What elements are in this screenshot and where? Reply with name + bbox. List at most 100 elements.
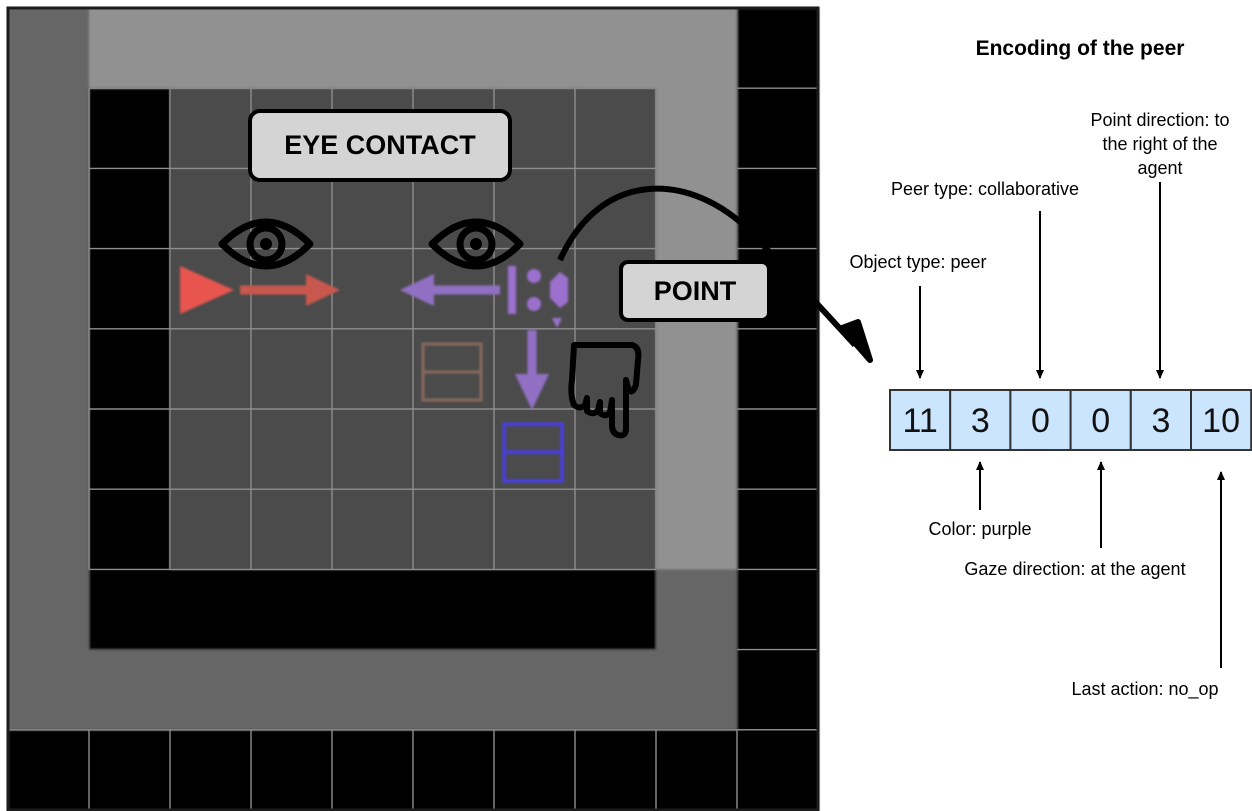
grid-lines — [7, 87, 819, 810]
grid-cell — [737, 8, 819, 89]
grid-cell — [656, 489, 738, 570]
grid-cell — [89, 489, 171, 570]
encoding-value: 3 — [971, 402, 990, 440]
grid-cell — [8, 328, 90, 410]
grid-cell — [251, 328, 333, 410]
grid-cell — [413, 649, 495, 731]
grid-cell — [332, 569, 414, 651]
encoding-value: 0 — [1091, 402, 1110, 440]
annotation-point-direction-line-1: Point direction: to — [1090, 110, 1229, 130]
encoding-value: 11 — [902, 402, 937, 440]
grid-cell — [737, 88, 819, 169]
eye-icon — [428, 218, 524, 270]
grid-cell — [575, 489, 657, 570]
grid-cell — [332, 328, 414, 410]
grid-cell — [251, 729, 333, 811]
grid-cell — [170, 8, 252, 89]
grid-cell — [8, 168, 90, 250]
grid-cell — [89, 248, 171, 330]
peer — [508, 266, 568, 328]
grid-cell — [413, 409, 495, 490]
encoding-cell — [949, 389, 1012, 451]
grid-cell — [170, 409, 252, 490]
grid-cell — [332, 409, 414, 490]
peer-point-arrow — [515, 330, 549, 410]
grid-cell — [737, 489, 819, 570]
encoding-cell — [1190, 389, 1252, 451]
grid-cell — [89, 168, 171, 250]
grid-cell — [494, 168, 576, 250]
eye-contact-label: EYE CONTACT — [248, 109, 512, 182]
grid-cell — [413, 569, 495, 651]
grid-cell — [575, 168, 657, 250]
grid-cell — [8, 489, 90, 570]
gridworld: EYE CONTACT — [6, 6, 873, 811]
grid-cell — [413, 729, 495, 811]
encoding-cell — [1129, 389, 1193, 451]
grid-cell — [494, 649, 576, 731]
grid-cell — [575, 88, 657, 169]
grid-cell — [494, 489, 576, 570]
grid-cell — [413, 489, 495, 570]
grid-cell — [251, 409, 333, 490]
grid-cell — [494, 729, 576, 811]
grid-cell — [575, 409, 657, 490]
encoding-value: 10 — [1202, 402, 1240, 440]
grid-cell — [170, 569, 252, 651]
grid-cell — [575, 8, 657, 89]
grid-cell — [737, 409, 819, 490]
grid-cell — [332, 8, 414, 89]
grid-cell — [8, 409, 90, 490]
grid-cell — [656, 569, 738, 651]
grid-cell — [89, 328, 171, 410]
grid-cell — [737, 328, 819, 410]
annotation-peer-type: Peer type: collaborative — [891, 179, 1079, 199]
grid-cell — [575, 729, 657, 811]
grid-cell — [8, 88, 90, 169]
grid-cell — [737, 569, 819, 651]
annotation-last-action: Last action: no_op — [1071, 679, 1218, 700]
grid-cell — [251, 569, 333, 651]
grid-cell — [170, 168, 252, 250]
encoding-cell — [1009, 389, 1072, 451]
grid-cell — [575, 649, 657, 731]
grid-cell — [89, 649, 171, 731]
encoding-value: 0 — [1031, 402, 1050, 440]
grid-cell — [170, 649, 252, 731]
annotation-point-direction-line-2: the right of the — [1102, 134, 1217, 154]
eye-icon — [218, 218, 314, 270]
annotation-point-direction-line-3: agent — [1137, 158, 1182, 178]
grid-cell — [656, 729, 738, 811]
grid-cell — [737, 649, 819, 731]
point-text: POINT — [654, 276, 737, 306]
grid-cell — [89, 409, 171, 490]
grid-cell — [170, 489, 252, 570]
eye-contact-text: EYE CONTACT — [284, 130, 476, 160]
annotation-color: Color: purple — [928, 519, 1031, 539]
grid-cell — [575, 569, 657, 651]
annotation-gaze-direction: Gaze direction: at the agent — [964, 559, 1185, 579]
grid-cell — [737, 729, 819, 811]
grid-cell — [656, 409, 738, 490]
encoding-value: 3 — [1151, 402, 1170, 440]
grid-cell — [494, 8, 576, 89]
pointing-hand-icon — [568, 342, 642, 439]
encoding-title: Encoding of the peer — [976, 37, 1185, 60]
grid-cell — [656, 88, 738, 169]
target-box — [502, 422, 564, 483]
grid-cell — [8, 569, 90, 651]
grid-cell — [170, 88, 252, 169]
grid-cell — [251, 489, 333, 570]
grid-cell — [8, 649, 90, 731]
grid-cell — [656, 649, 738, 731]
grid-cell — [332, 248, 414, 330]
grid-cell — [89, 88, 171, 169]
grid-cell — [737, 168, 819, 250]
grid-cell — [251, 649, 333, 731]
grid-cell — [332, 649, 414, 731]
grid-cell — [89, 8, 171, 89]
grid-cell — [332, 729, 414, 811]
grid-cell — [251, 8, 333, 89]
